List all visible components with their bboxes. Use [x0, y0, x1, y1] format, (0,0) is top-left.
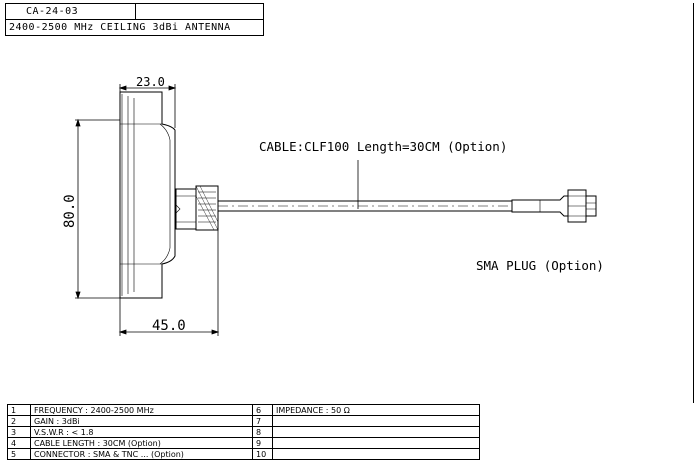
- sma-plug-label: SMA PLUG (Option): [476, 258, 604, 273]
- spec-number-right: 10: [252, 448, 273, 460]
- spec-value-right: IMPEDANCE : 50 Ω: [272, 404, 480, 416]
- antenna-description: 2400-2500 MHz CEILING 3dBi ANTENNA: [9, 22, 231, 33]
- dimension-45-label: 45.0: [152, 318, 186, 334]
- spec-value: CABLE LENGTH : 30CM (Option): [30, 437, 253, 449]
- drawing-frame-right: [693, 3, 694, 403]
- dimension-80-label: 80.0: [62, 194, 78, 228]
- title-block: CA-24-03 2400-2500 MHz CEILING 3dBi ANTE…: [5, 3, 264, 36]
- spec-number: 4: [7, 437, 31, 449]
- model-number: CA-24-03: [26, 6, 79, 17]
- spec-value: V.S.W.R : < 1.8: [30, 426, 253, 438]
- dimension-45: [118, 230, 220, 336]
- antenna-body: [119, 91, 176, 299]
- spec-number: 1: [7, 404, 31, 416]
- dimension-23-label: 23.0: [136, 75, 165, 89]
- cable: [218, 160, 512, 212]
- title-block-divider: [5, 19, 264, 20]
- spec-value-right: [272, 426, 480, 438]
- spec-value: CONNECTOR : SMA & TNC ... (Option): [30, 448, 253, 460]
- spec-value-right: [272, 415, 480, 427]
- spec-number-right: 9: [252, 437, 273, 449]
- spec-number: 3: [7, 426, 31, 438]
- spec-value-right: [272, 448, 480, 460]
- connector: [175, 185, 219, 231]
- spec-value: GAIN : 3dBi: [30, 415, 253, 427]
- dimension-23: [118, 84, 177, 128]
- spec-value: FREQUENCY : 2400-2500 MHz: [30, 404, 253, 416]
- spec-number: 2: [7, 415, 31, 427]
- spec-number-right: 8: [252, 426, 273, 438]
- sma-plug: [511, 189, 597, 223]
- spec-number: 5: [7, 448, 31, 460]
- spec-number-right: 6: [252, 404, 273, 416]
- dimension-80: [75, 118, 120, 300]
- spec-value-right: [272, 437, 480, 449]
- spec-number-right: 7: [252, 415, 273, 427]
- cable-label: CABLE:CLF100 Length=30CM (Option): [259, 139, 507, 154]
